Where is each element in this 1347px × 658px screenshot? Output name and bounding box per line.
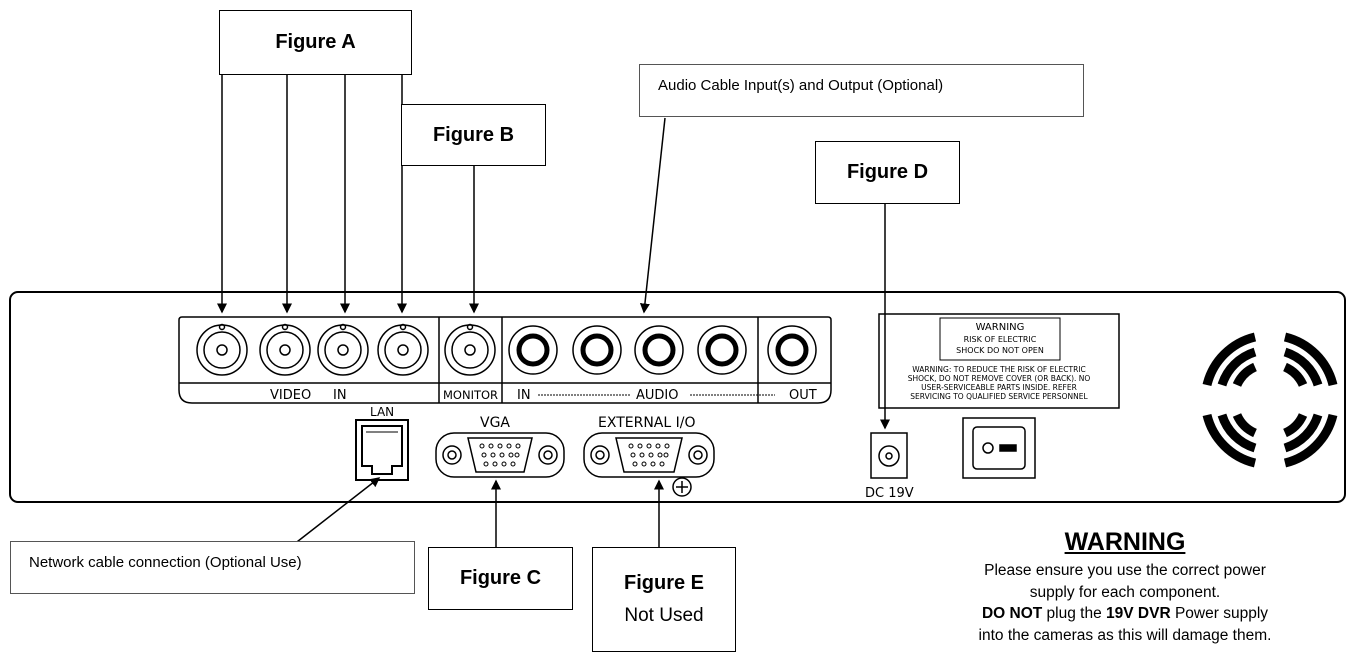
rca-audio-in-4 — [697, 325, 747, 375]
power-warning: WARNING Please ensure you use the correc… — [925, 528, 1325, 646]
figure-b-callout: Figure B — [401, 104, 546, 166]
plate-line1: RISK OF ELECTRIC — [964, 335, 1037, 344]
figure-a-callout: Figure A — [219, 10, 412, 75]
plate-title: WARNING — [976, 322, 1025, 333]
bnc-video-in-2 — [259, 323, 311, 376]
figure-c-label: Figure C — [459, 567, 542, 589]
network-cable-callout: Network cable connection (Optional Use) — [10, 541, 415, 594]
figure-e-callout: Figure E Not Used — [592, 547, 736, 652]
plate-body-2: SHOCK, DO NOT REMOVE COVER (OR BACK). NO — [908, 374, 1091, 383]
figure-e-note: Not Used — [624, 605, 704, 626]
bnc-video-in-3 — [317, 323, 369, 376]
network-cable-label: Network cable connection (Optional Use) — [29, 554, 302, 571]
rca-audio-in-2 — [572, 325, 622, 375]
label-audio: AUDIO — [636, 388, 679, 403]
warning-line-4: into the cameras as this will damage the… — [978, 626, 1272, 644]
warning-title: WARNING — [1064, 528, 1186, 556]
plate-line2: SHOCK DO NOT OPEN — [956, 346, 1044, 355]
bnc-monitor — [444, 323, 496, 376]
ground-screw-icon — [672, 477, 692, 497]
figure-d-callout: Figure D — [815, 141, 960, 204]
warning-text-supply: Power supply — [1170, 605, 1269, 622]
vga-port — [435, 432, 565, 478]
label-audio-out: OUT — [789, 388, 817, 403]
rca-audio-in-1 — [508, 325, 558, 375]
warning-line-3: DO NOT plug the 19V DVR Power supply — [925, 603, 1325, 625]
label-video: VIDEO — [270, 388, 311, 403]
fan-grille-icon — [1202, 332, 1338, 468]
figure-a-label: Figure A — [275, 31, 356, 53]
external-io-port — [583, 432, 715, 478]
audio-cable-callout: Audio Cable Input(s) and Output (Optiona… — [639, 64, 1084, 117]
label-lan: LAN — [370, 405, 394, 419]
warning-label-plate: WARNING RISK OF ELECTRIC SHOCK DO NOT OP… — [878, 313, 1120, 409]
figure-b-label: Figure B — [432, 123, 515, 146]
figure-e-label: Figure E — [623, 572, 704, 594]
label-dc: DC 19V — [865, 486, 914, 501]
lan-port — [355, 419, 409, 481]
arrow-network — [292, 477, 381, 546]
label-external-io: EXTERNAL I/O — [598, 415, 695, 431]
rca-audio-out — [767, 325, 817, 375]
audio-cable-label: Audio Cable Input(s) and Output (Optiona… — [658, 77, 944, 94]
bnc-video-in-1 — [196, 323, 248, 376]
plate-body-3: USER-SERVICEABLE PARTS INSIDE. REFER — [921, 383, 1077, 392]
figure-d-label: Figure D — [846, 161, 929, 183]
bnc-video-in-4 — [377, 323, 429, 376]
warning-text-plug: plug the — [1042, 605, 1107, 622]
power-switch — [962, 417, 1036, 479]
label-monitor: MONITOR — [443, 388, 498, 402]
label-audio-in: IN — [517, 388, 531, 403]
plate-body-4: SERVICING TO QUALIFIED SERVICE PERSONNEL — [910, 392, 1088, 401]
figure-c-callout: Figure C — [428, 547, 573, 610]
label-video-in: IN — [333, 388, 347, 403]
rca-audio-in-3 — [634, 325, 684, 375]
arrow-audio — [639, 117, 666, 314]
warning-emph-do-not: DO NOT — [981, 605, 1043, 622]
warning-line-2: supply for each component. — [1029, 583, 1221, 601]
connector-strip — [178, 316, 832, 404]
label-vga: VGA — [480, 415, 510, 431]
warning-emph-19v: 19V DVR — [1106, 605, 1171, 622]
warning-line-1: Please ensure you use the correct power — [984, 562, 1266, 579]
plate-body-1: WARNING: TO REDUCE THE RISK OF ELECTRIC — [912, 365, 1086, 374]
dc-power-jack — [870, 432, 908, 479]
